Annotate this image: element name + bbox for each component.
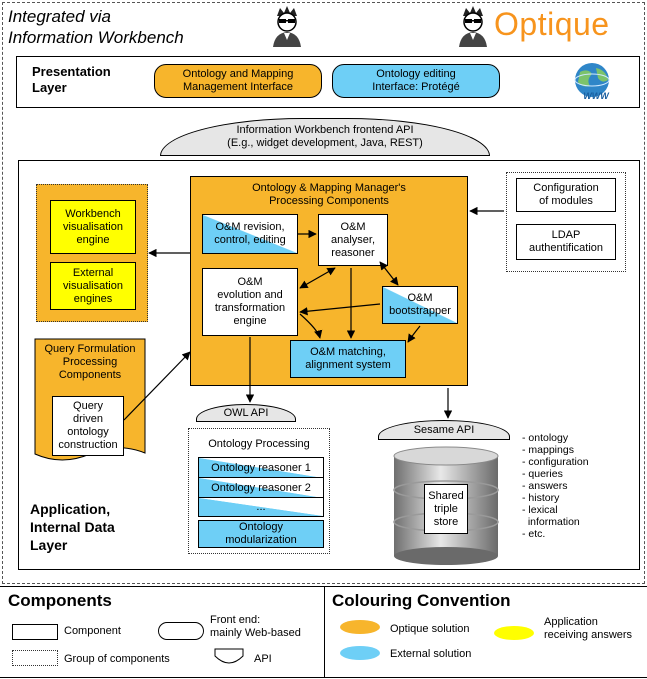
legend-external-swatch	[340, 646, 380, 660]
legend-optique-swatch	[340, 620, 380, 634]
legend-optique-label: Optique solution	[390, 623, 470, 635]
store-contents-list: - ontology - mappings - configuration - …	[522, 432, 640, 540]
user-avatar-icon	[456, 4, 490, 48]
store-content-item: - configuration	[522, 456, 589, 468]
ontology-modularization: Ontology modularization	[198, 520, 324, 548]
shared-triple-store: Shared triple store	[424, 484, 468, 534]
outer-dashed-frame	[2, 2, 645, 584]
ontology-reasoner-more: ...	[198, 497, 324, 517]
ldap-authentification: LDAP authentification	[516, 224, 616, 260]
globe-icon	[562, 60, 622, 104]
processing-components-title: Ontology & Mapping Manager's Processing …	[252, 182, 406, 207]
store-content-item: - queries	[522, 468, 563, 480]
application-layer-label: Application, Internal Data Layer	[30, 501, 115, 553]
legend-answers-swatch	[494, 626, 534, 640]
presentation-layer	[16, 56, 640, 108]
modules-group	[506, 172, 626, 272]
store-content-item: - answers	[522, 480, 568, 492]
globe-label: WWW	[583, 91, 609, 101]
header-caption: Integrated via Information Workbench	[8, 7, 184, 47]
optique-logo: Optique	[494, 6, 610, 42]
store-content-item: - lexical	[522, 504, 558, 516]
omm-interface: Ontology and Mapping Management Interfac…	[154, 64, 322, 98]
om-analyser-reasoner: O&M analyser, reasoner	[318, 214, 388, 266]
om-revision-control: O&M revision, control, editing	[202, 214, 298, 254]
owl-api: OWL API	[196, 404, 296, 422]
store-content-item: - etc.	[522, 528, 546, 540]
application-layer	[18, 160, 640, 570]
legend-external-label: External solution	[390, 648, 472, 660]
workbench-visualisation-engine: Workbench visualisation engine	[50, 200, 136, 254]
ontology-processing-group	[188, 428, 330, 554]
frontend-api: Information Workbench frontend API (E.g.…	[160, 118, 490, 156]
store-content-item: information	[522, 516, 580, 528]
legend-api-icon	[214, 648, 244, 666]
legend-component-swatch	[12, 624, 58, 640]
legend-colouring-title: Colouring Convention	[332, 591, 511, 610]
ontology-reasoner-1: Ontology reasoner 1	[198, 457, 324, 479]
om-bootstrapper: O&M bootstrapper	[382, 286, 458, 324]
store-content-item: - mappings	[522, 444, 574, 456]
legend-divider	[0, 677, 647, 678]
user-avatar-icon	[270, 4, 304, 48]
configuration-of-modules: Configuration of modules	[516, 178, 616, 212]
legend-group-label: Group of components	[64, 653, 170, 665]
presentation-layer-label: Presentation Layer	[32, 64, 111, 95]
legend-frontend-swatch	[158, 622, 204, 640]
legend-components-title: Components	[8, 591, 112, 610]
legend-group-swatch	[12, 650, 58, 666]
sesame-api: Sesame API	[378, 420, 510, 440]
query-driven-ontology-construction: Query driven ontology construction	[52, 396, 124, 456]
query-formulation-title: Query Formulation Processing Components	[44, 342, 136, 381]
om-evolution-engine: O&M evolution and transformation engine	[202, 268, 298, 336]
legend-divider	[324, 587, 325, 677]
legend-component-label: Component	[64, 625, 121, 637]
om-matching-alignment: O&M matching, alignment system	[290, 340, 406, 378]
store-content-item: - history	[522, 492, 560, 504]
legend-api-label: API	[254, 653, 272, 665]
ontology-reasoner-2: Ontology reasoner 2	[198, 477, 324, 499]
ontology-processing-title: Ontology Processing	[208, 437, 310, 450]
protege-interface: Ontology editing Interface: Protégé	[332, 64, 500, 98]
external-visualisation-engines: External visualisation engines	[50, 262, 136, 310]
legend-frontend-label: Front end: mainly Web-based	[210, 614, 301, 639]
legend-divider	[0, 586, 647, 587]
legend-answers-label: Application receiving answers	[544, 616, 633, 641]
store-content-item: - ontology	[522, 432, 569, 444]
